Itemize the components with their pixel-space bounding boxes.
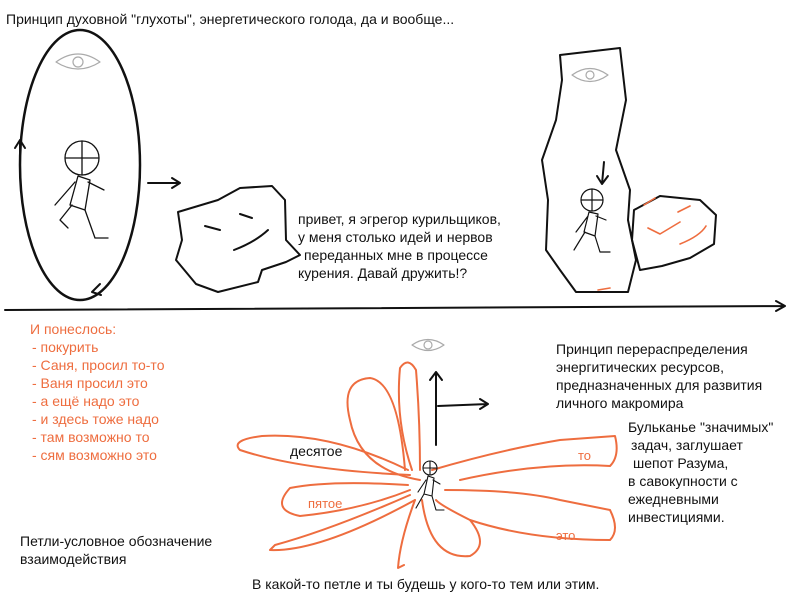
list-item: - и здесь тоже надо: [32, 411, 159, 427]
bubbling-line: задач, заглушает: [631, 437, 743, 453]
legend-text: Петли-условное обозначение взаимодействи…: [20, 532, 212, 568]
speech-line: привет, я эгрегор курильщиков,: [298, 211, 501, 227]
bubbling-line: шепот Разума,: [633, 455, 729, 471]
arrow-right-icon: [437, 398, 489, 410]
interaction-loops: [236, 361, 618, 569]
loop-label-tenth: десятое: [290, 443, 343, 459]
list-heading: И понеслось:: [30, 321, 117, 337]
bubbling-line: ежедневными: [628, 491, 719, 507]
arrow-up-icon: [429, 371, 443, 446]
walking-man-icon: [415, 460, 445, 511]
legend-line: взаимодействия: [20, 551, 127, 567]
eye-icon: [411, 338, 445, 352]
list-item: - Саня, просил то-то: [32, 357, 165, 373]
principle-line: энергитических ресурсов,: [556, 359, 724, 375]
arrow-right-icon: [147, 177, 181, 189]
arrow-up-icon: [14, 139, 26, 161]
eye-icon: [571, 67, 609, 83]
principle-line: Принцип перераспределения: [556, 341, 748, 357]
principle-line: предназначенных для развития: [556, 377, 763, 393]
loop-label-fifth: пятое: [308, 496, 343, 511]
bubbling-line: в савокупности с: [628, 473, 738, 489]
walking-man-icon: [573, 188, 611, 253]
list-item: - а ещё надо это: [32, 393, 140, 409]
principle-text: Принцип перераспределения энергитических…: [556, 340, 762, 412]
title: Принцип духовной "глухоты", энергетическ…: [6, 11, 455, 27]
bubbling-text: Бульканье "значимых" задач, заглушает ше…: [628, 418, 773, 526]
task-list: И понеслось: - покурить - Саня, просил т…: [30, 320, 164, 464]
aura-ellipse: [18, 28, 142, 302]
list-item: - покурить: [32, 339, 99, 355]
tall-blob: [541, 47, 637, 293]
egregor-speech: привет, я эгрегор курильщиков, у меня ст…: [298, 210, 501, 282]
footer-caption: В какой-то петле и ты будешь у кого-то т…: [252, 576, 600, 592]
egregor-blob: [175, 185, 301, 293]
bubbling-line: Бульканье "значимых": [628, 419, 774, 435]
loop-label-that: то: [578, 448, 592, 463]
list-item: - там возможно то: [32, 429, 150, 445]
speech-line: переданных мне в процессе: [304, 247, 488, 263]
eye-icon: [55, 53, 101, 70]
speech-line: курения. Давай дружить!?: [298, 265, 468, 281]
walking-man-icon: [54, 140, 109, 239]
arrow-down-icon: [91, 283, 102, 296]
loop-label-this: это: [556, 528, 576, 543]
list-item: - Ваня просил это: [32, 375, 148, 391]
list-item: - сям возможно это: [32, 447, 157, 463]
principle-line: личного макромира: [556, 395, 684, 411]
speech-line: у меня столько идей и нервов: [298, 229, 493, 245]
orange-blob: [631, 195, 717, 271]
bubbling-line: инвестициями.: [628, 509, 725, 525]
legend-line: Петли-условное обозначение: [20, 533, 213, 549]
horizontal-axis: [4, 300, 786, 312]
